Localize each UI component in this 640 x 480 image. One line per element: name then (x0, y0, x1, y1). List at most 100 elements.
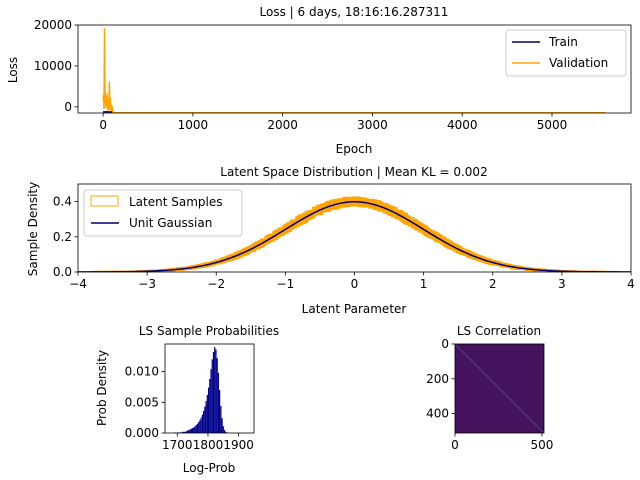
corr-plot-area: 0 500 0 200 400 (426, 337, 553, 452)
probs-bar (205, 401, 207, 433)
probs-bar (221, 418, 223, 433)
probs-bar (201, 414, 204, 433)
corr-diagonal (454, 343, 545, 434)
latent-xtick-label: 1 (420, 277, 428, 291)
probs-bar (207, 387, 210, 433)
probs-bar (217, 372, 220, 433)
latent-legend-label: Unit Gaussian (129, 216, 212, 230)
latent-series-group (78, 196, 631, 272)
probs-bar (182, 431, 184, 433)
probs-bar (183, 431, 185, 433)
latent-xtick-label: 4 (627, 277, 635, 291)
loss-title: Loss | 6 days, 18:16:16.287311 (260, 5, 449, 19)
loss-ytick-label: 10000 (34, 59, 72, 73)
probs-bar (196, 423, 199, 433)
latent-ylabel: Sample Density (26, 182, 40, 276)
latent-xlabel: Latent Parameter (302, 302, 407, 316)
probs-bar (190, 428, 193, 433)
probs-bar (211, 359, 213, 433)
probs-xlabel: Log-Prob (183, 461, 235, 475)
loss-legend-label: Validation (549, 56, 608, 70)
latent-ytick-label: 0.4 (53, 195, 72, 209)
latent-xtick-label: −4 (69, 277, 87, 291)
loss-plot-area: 0 1000 2000 3000 4000 5000 0 10000 20000TrainVal… (34, 18, 632, 132)
loss-legend-label: Train (548, 35, 578, 49)
probs-ylabel: Prob Density (95, 350, 109, 426)
latent-xtick-label: −3 (138, 277, 156, 291)
probs-bar (192, 428, 194, 433)
probs-bar (209, 378, 211, 433)
probs-xtick-label: 1700 (162, 438, 193, 452)
latent-xtick-label: 0 (351, 277, 359, 291)
probs-axes-frame (164, 343, 255, 434)
corr-ytick-label: 200 (426, 372, 449, 386)
loss-xtick-label: 5000 (537, 118, 568, 132)
latent-plot-area: −4 −3 −2 −1 0 1 2 3 4 0.0 0.2 0.4 Latent SamplesUnit… (53, 183, 635, 291)
probs-ytick-label: 0.000 (125, 426, 159, 440)
corr-ytick-label: 0 (441, 337, 449, 351)
probs-bar (214, 347, 216, 433)
corr-axes-frame (454, 343, 545, 434)
probs-bar (206, 394, 208, 433)
latent-xtick-label: −2 (207, 277, 225, 291)
loss-ylabel: Loss (6, 57, 20, 83)
probs-bar (220, 405, 222, 433)
probs-bar (219, 390, 221, 433)
latent-ytick-label: 0.0 (53, 265, 72, 279)
loss-xtick-label: 0 (99, 118, 107, 132)
probs-bar (222, 426, 224, 433)
probs-xtick-label: 1900 (223, 438, 254, 452)
probs-title: LS Sample Probabilities (139, 324, 279, 338)
probs-bar (216, 358, 218, 433)
loss-chart: Loss | 6 days, 18:16:16.287311 Epoch Los… (6, 5, 632, 156)
loss-axes-frame (77, 24, 632, 114)
probs-bar (194, 426, 196, 433)
probs-chart: LS Sample Probabilities Log-Prob Prob De… (95, 324, 279, 475)
latent-xtick-label: 2 (489, 277, 497, 291)
latent-chart: Latent Space Distribution | Mean KL = 0.… (26, 165, 635, 316)
probs-bar (189, 429, 191, 433)
probs-bar (215, 349, 217, 433)
probs-bar (210, 369, 212, 433)
probs-bar (225, 431, 227, 433)
latent-legend-label: Latent Samples (129, 195, 223, 209)
probs-bar (193, 427, 195, 433)
latent-ytick-label: 0.2 (53, 230, 72, 244)
probs-bar (204, 406, 206, 433)
probs-bar (223, 429, 226, 433)
corr-title: LS Correlation (457, 324, 541, 338)
loss-ytick-label: 0 (64, 100, 72, 114)
probs-bar (200, 417, 202, 433)
latent-gaussian-line (78, 201, 631, 272)
corr-xtick-label: 500 (530, 438, 553, 452)
corr-ytick-label: 400 (426, 407, 449, 421)
latent-xtick-label: 3 (558, 277, 566, 291)
probs-bar (203, 410, 205, 433)
probs-ytick-label: 0.010 (125, 365, 159, 379)
probs-bar (187, 430, 189, 433)
probs-bar (195, 425, 197, 433)
probs-xtick-label: 1800 (193, 438, 224, 452)
probs-bar (184, 431, 186, 433)
loss-xtick-label: 4000 (447, 118, 478, 132)
latent-legend-box (83, 189, 243, 237)
latent-xtick-label: −1 (277, 277, 295, 291)
probs-bar (199, 420, 201, 433)
corr-chart: LS Correlation 0 500 0 200 400 (426, 324, 553, 452)
probs-bar (185, 431, 188, 433)
latent-legend-swatch (90, 195, 119, 207)
probs-bar (198, 421, 200, 433)
loss-xlabel: Epoch (336, 142, 373, 156)
loss-xtick-label: 3000 (357, 118, 388, 132)
loss-ytick-label: 20000 (34, 18, 72, 32)
probs-bar (188, 429, 190, 433)
latent-title: Latent Space Distribution | Mean KL = 0.… (220, 165, 487, 179)
corr-xtick-label: 0 (451, 438, 459, 452)
loss-xtick-label: 1000 (178, 118, 209, 132)
probs-ytick-label: 0.005 (125, 395, 159, 409)
loss-xtick-label: 2000 (267, 118, 298, 132)
